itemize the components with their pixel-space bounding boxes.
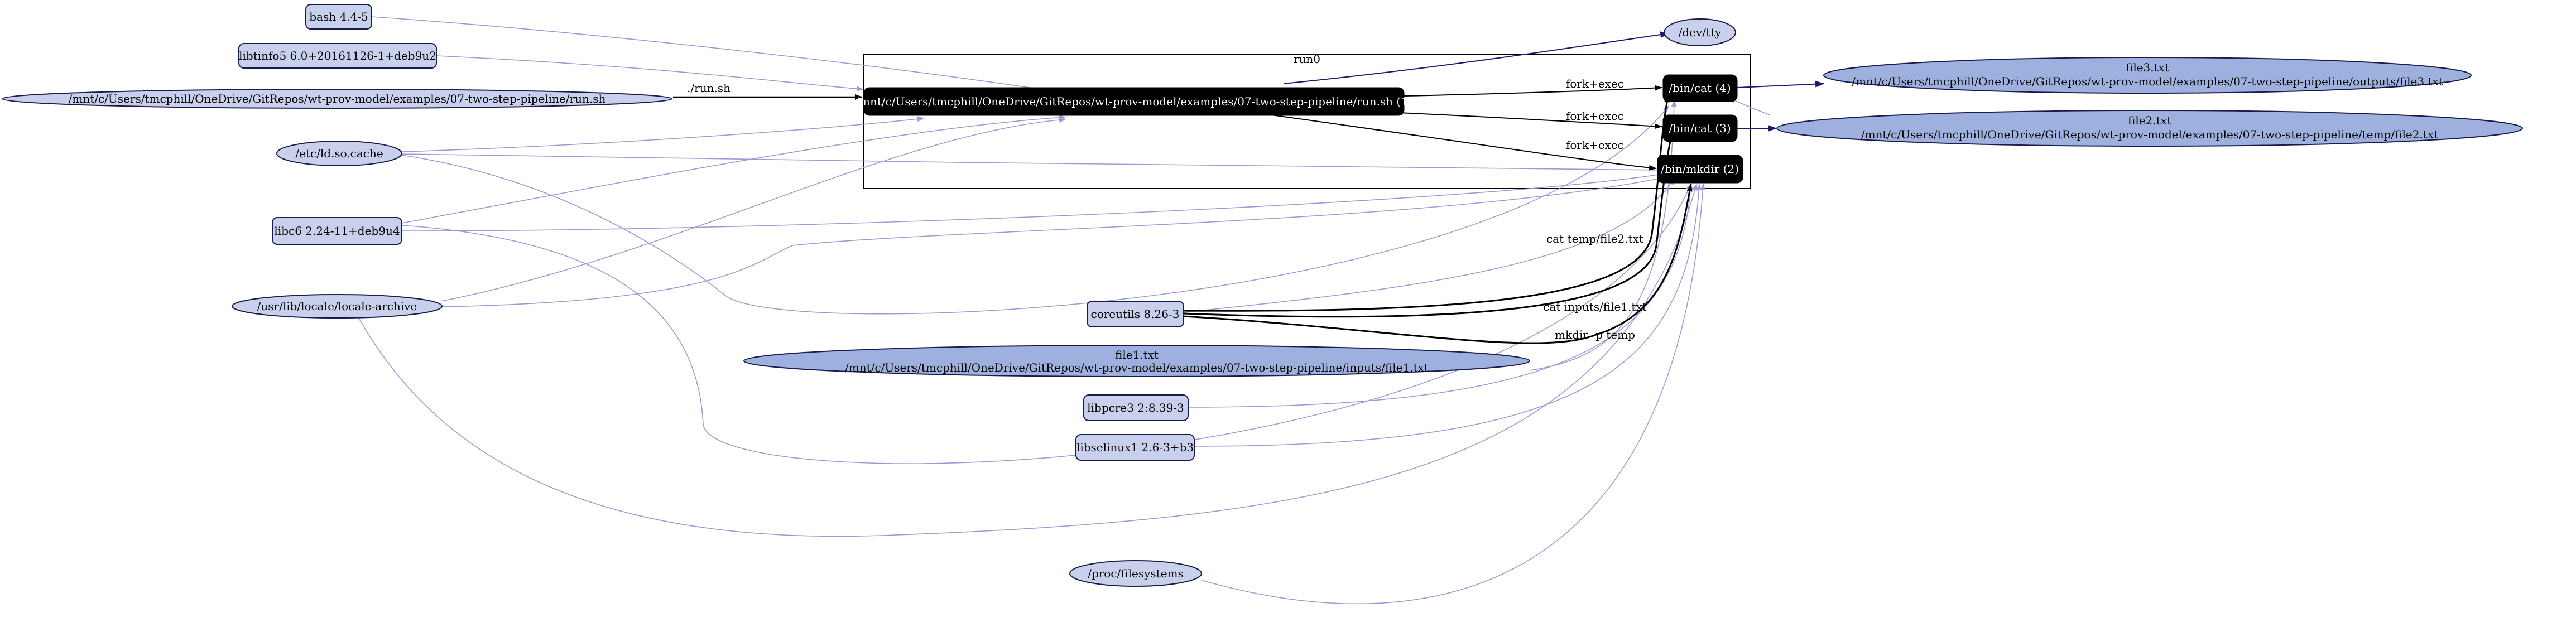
node-coreutils-label: coreutils 8.26-3	[1091, 307, 1180, 321]
node-coreutils[interactable]: coreutils 8.26-3	[1087, 301, 1184, 327]
node-locale-label: /usr/lib/locale/locale-archive	[257, 300, 417, 313]
node-libpcre[interactable]: libpcre3 2:8.39-3	[1083, 394, 1189, 421]
edge-cat4-to-file3	[1737, 80, 1824, 88]
node-file2-path: /mnt/c/Users/tmcphill/OneDrive/GitRepos/…	[1861, 128, 2438, 141]
node-libselinux-label: libselinux1 2.6-3+b3	[1076, 441, 1194, 454]
node-devtty-label: /dev/tty	[1679, 26, 1722, 39]
edge-label-fork-2: fork+exec	[1566, 109, 1624, 123]
node-runsh-file-label: /mnt/c/Users/tmcphill/OneDrive/GitRepos/…	[69, 92, 606, 105]
edge-bash-to-run	[371, 16, 1056, 94]
node-process-cat4[interactable]: /bin/cat (4)	[1662, 74, 1738, 102]
node-process-run[interactable]: /mnt/c/Users/tmcphill/OneDrive/GitRepos/…	[856, 87, 1412, 116]
node-file1-path: /mnt/c/Users/tmcphill/OneDrive/GitRepos/…	[845, 361, 1429, 374]
edge-run-to-devtty	[1283, 31, 1669, 84]
output-edges	[1283, 31, 1824, 132]
edge-libtinfo-to-run	[436, 55, 863, 92]
edge-ldcache-to-cat	[401, 105, 1669, 315]
node-file3[interactable]: file3.txt /mnt/c/Users/tmcphill/OneDrive…	[1823, 57, 2472, 94]
cluster-label: run0	[1294, 52, 1320, 66]
edge-locale-to-mkdir	[440, 175, 1670, 307]
edge-run-to-cat4	[1404, 85, 1662, 97]
node-libtinfo-label: libtinfo5 6.0+20161126-1+deb9u2	[239, 49, 436, 62]
dependency-edges	[357, 16, 1771, 605]
node-runsh-file[interactable]: /mnt/c/Users/tmcphill/OneDrive/GitRepos/…	[2, 89, 672, 109]
edge-coreutils-to-mkdir	[1183, 184, 1693, 344]
node-process-mkdir[interactable]: /bin/mkdir (2)	[1657, 155, 1743, 184]
edge-label-cat-temp: cat temp/file2.txt	[1546, 232, 1643, 245]
edge-locale-to-run	[440, 117, 1066, 302]
node-process-cat3-label: /bin/cat (3)	[1669, 122, 1731, 135]
node-procfs[interactable]: /proc/filesystems	[1069, 560, 1202, 587]
edge-run-to-mkdir	[1238, 110, 1657, 171]
edge-ldcache-to-run	[401, 116, 924, 152]
edge-locale-to-cat	[357, 184, 1698, 537]
edge-label-run-script: ./run.sh	[687, 81, 730, 95]
node-bash-label: bash 4.4-5	[309, 10, 368, 23]
node-ldcache-label: /etc/ld.so.cache	[295, 147, 383, 160]
node-libc6[interactable]: libc6 2.24-11+deb9u4	[272, 217, 402, 245]
node-ldcache[interactable]: /etc/ld.so.cache	[276, 141, 402, 166]
node-process-run-label: /mnt/c/Users/tmcphill/OneDrive/GitRepos/…	[856, 95, 1412, 108]
node-libtinfo[interactable]: libtinfo5 6.0+20161126-1+deb9u2	[238, 43, 437, 69]
node-libc6-label: libc6 2.24-11+deb9u4	[274, 224, 400, 238]
edge-ldcache-to-mkdir	[401, 153, 1668, 173]
edge-coreutils-to-mkdir	[1183, 178, 1675, 313]
edge-libc6-to-cat	[401, 184, 1691, 464]
edge-libc6-to-run	[401, 114, 1066, 224]
node-libselinux[interactable]: libselinux1 2.6-3+b3	[1075, 434, 1195, 461]
node-process-cat4-label: /bin/cat (4)	[1669, 81, 1731, 95]
edge-label-cat-inputs: cat inputs/file1.txt	[1543, 300, 1647, 314]
edge-libpcre-to-mkdir	[1188, 184, 1694, 408]
node-file3-name: file3.txt	[2126, 61, 2169, 74]
edge-label-fork-1: fork+exec	[1566, 77, 1624, 90]
edge-libc6-to-mkdir	[401, 171, 1669, 231]
node-file1[interactable]: file1.txt /mnt/c/Users/tmcphill/OneDrive…	[743, 345, 1530, 377]
node-devtty[interactable]: /dev/tty	[1664, 18, 1736, 46]
edge-procfs-to-mkdir	[1201, 184, 1706, 605]
node-file1-name: file1.txt	[1115, 348, 1159, 361]
node-bash[interactable]: bash 4.4-5	[305, 4, 372, 30]
node-procfs-label: /proc/filesystems	[1088, 567, 1184, 580]
node-file3-path: /mnt/c/Users/tmcphill/OneDrive/GitRepos/…	[1852, 75, 2443, 88]
edge-label-fork-3: fork+exec	[1566, 138, 1624, 152]
node-file2-name: file2.txt	[2128, 114, 2171, 127]
edge-label-mkdir: mkdir -p temp	[1555, 328, 1635, 341]
edge-libselinux-to-mkdir	[1194, 184, 1702, 447]
node-locale[interactable]: /usr/lib/locale/locale-archive	[232, 294, 443, 319]
node-process-mkdir-label: /bin/mkdir (2)	[1661, 162, 1739, 176]
node-process-cat3[interactable]: /bin/cat (3)	[1662, 114, 1738, 142]
cluster-run0: run0	[863, 52, 1751, 189]
node-file2[interactable]: file2.txt /mnt/c/Users/tmcphill/OneDrive…	[1776, 110, 2523, 147]
edge-coreutils-to-cat4	[1183, 94, 1670, 312]
node-libpcre-label: libpcre3 2:8.39-3	[1087, 401, 1184, 414]
